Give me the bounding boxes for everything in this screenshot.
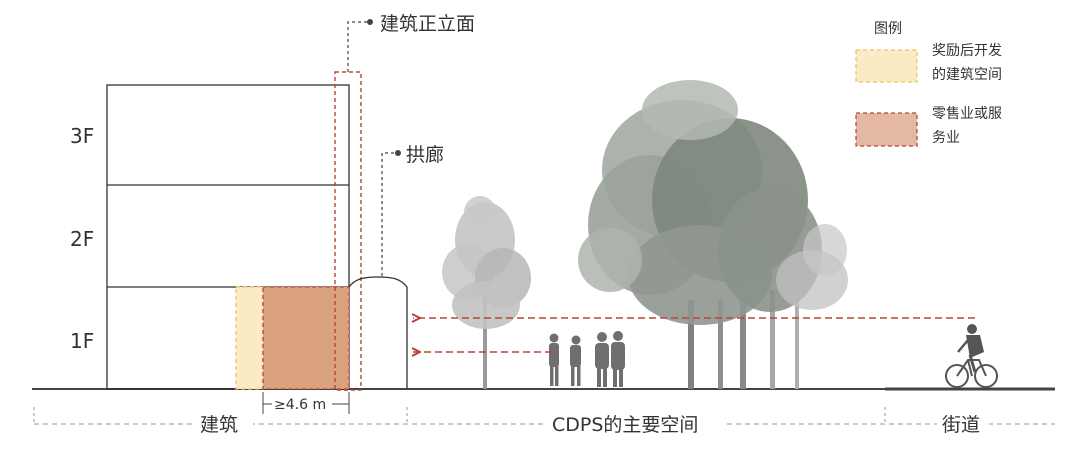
dimension-label: ≥4.6 m xyxy=(274,397,326,413)
building-outline xyxy=(106,84,350,390)
floor-label-1f: 1F xyxy=(70,329,94,353)
facade-label: 建筑正立面 xyxy=(380,13,475,35)
floor-label-2f: 2F xyxy=(70,227,94,251)
legend-swatch-retail xyxy=(855,112,918,147)
facade-leader xyxy=(347,21,368,72)
retail-space-area xyxy=(262,286,350,390)
arcade-leader xyxy=(381,152,396,276)
width-dimension: ≥4.6 m xyxy=(262,392,350,414)
zone-label-street: 街道 xyxy=(942,414,980,436)
legend-swatch-bonus xyxy=(855,49,918,83)
pedestrians-icon xyxy=(549,331,625,387)
facade-leader-dot xyxy=(367,19,373,25)
bonus-space-area xyxy=(235,286,264,390)
small-tree-icon xyxy=(442,196,531,389)
legend-title: 图例 xyxy=(874,21,902,37)
zone-label-building: 建筑 xyxy=(200,414,238,436)
legend-bonus-line1: 奖励后开发 xyxy=(932,42,1002,59)
floor-label-3f: 3F xyxy=(70,124,94,148)
cyclist-icon xyxy=(945,324,998,388)
legend-bonus-line2: 的建筑空间 xyxy=(932,67,1002,83)
arcade-outline xyxy=(348,276,408,389)
facade-outline xyxy=(334,71,362,391)
arcade-leader-dot xyxy=(395,150,401,156)
large-tree-icon xyxy=(578,80,848,389)
legend-retail-line2: 务业 xyxy=(932,130,960,146)
arcade-label: 拱廊 xyxy=(406,144,444,166)
legend: 图例 奖励后开发 的建筑空间 零售业或服 务业 xyxy=(855,21,1002,147)
legend-retail-line1: 零售业或服 xyxy=(932,106,1002,122)
zone-bar: 建筑 CDPS的主要空间 街道 xyxy=(33,407,1055,436)
zone-label-cdps: CDPS的主要空间 xyxy=(552,414,698,436)
